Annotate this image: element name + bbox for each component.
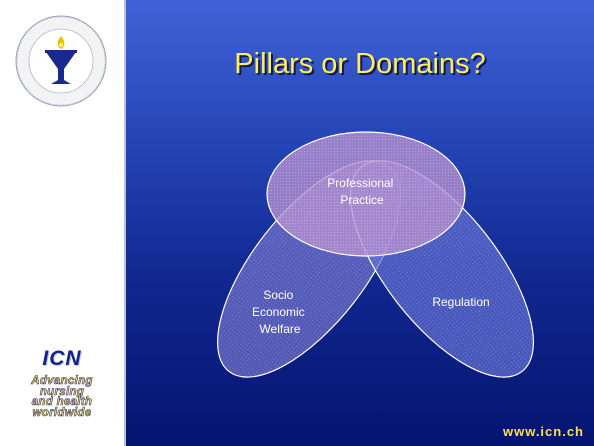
label-line: Professional — [327, 176, 393, 190]
label-line: Regulation — [432, 295, 489, 309]
sidebar: ICN Advancing nursing and health worldwi… — [0, 0, 124, 446]
label-line: Socio — [263, 288, 293, 302]
icn-emblem-icon — [15, 15, 107, 107]
label-line: Welfare — [259, 322, 300, 336]
venn-diagram: Professional Practice Socio Economic Wel… — [217, 131, 534, 378]
page-title: Pillars or Domains? — [234, 48, 486, 80]
petal-label-socio-economic-welfare: Socio Economic Welfare — [252, 288, 308, 336]
label-line: Practice — [340, 193, 384, 207]
petal-label-regulation: Regulation — [432, 295, 489, 309]
petal-professional-practice — [266, 131, 466, 257]
tagline-line: worldwide — [32, 406, 92, 419]
website-url: www.icn.ch — [502, 424, 584, 439]
tagline-line: and health — [31, 396, 93, 408]
tagline-line: Advancing — [31, 375, 93, 387]
tagline: Advancing nursing and health worldwide — [0, 375, 124, 419]
tagline-line: nursing — [39, 385, 85, 398]
label-line: Economic — [252, 305, 305, 319]
brand-name: ICN — [42, 347, 82, 370]
slide-content: Pillars or Domains? — [126, 0, 594, 446]
sidebar-divider — [124, 0, 126, 446]
petal-label-professional-practice: Professional Practice — [327, 176, 396, 207]
